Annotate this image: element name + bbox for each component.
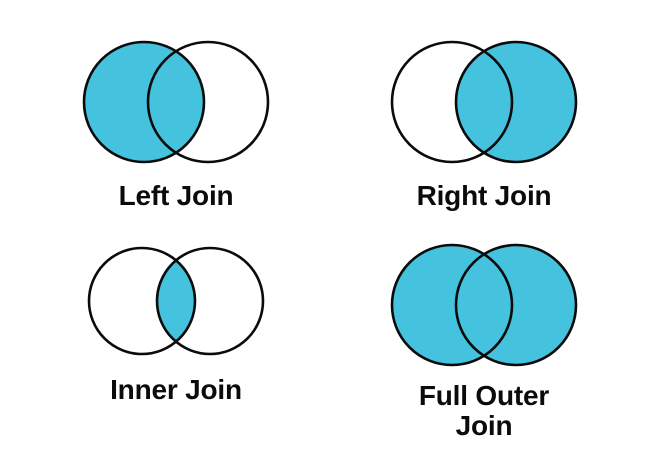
panel-full-outer-join: Full Outer Join [352,243,616,441]
venn-inner-join [44,245,308,359]
panel-label-full-outer-join: Full Outer Join [418,380,550,442]
panel-inner-join: Inner Join [44,245,308,405]
right-circle-outline [155,246,265,356]
panel-label-right-join: Right Join [416,180,552,211]
right-circle-outline [454,40,578,164]
panel-right-join: Right Join [352,40,616,211]
venn-right-join-svg [352,40,616,168]
venn-left-join-svg [44,40,308,168]
panel-label-left-join: Left Join [118,180,234,211]
venn-full-outer-join [352,243,616,371]
venn-left-join [44,40,308,168]
right-circle-fill [456,245,576,365]
left-circle-outline [390,243,514,367]
left-circle-outline [82,40,206,164]
venn-right-join [352,40,616,168]
right-circle-fill [456,42,576,162]
right-circle-outline [454,243,578,367]
venn-full-outer-join-svg [352,243,616,371]
left-circle-outline [390,40,514,164]
left-circle-fill [84,42,204,162]
right-circle-outline [146,40,270,164]
intersection-fill [157,248,195,354]
left-circle-outline [87,246,197,356]
panel-label-inner-join: Inner Join [110,374,242,405]
panel-left-join: Left Join [44,40,308,211]
venn-inner-join-svg [44,245,308,359]
